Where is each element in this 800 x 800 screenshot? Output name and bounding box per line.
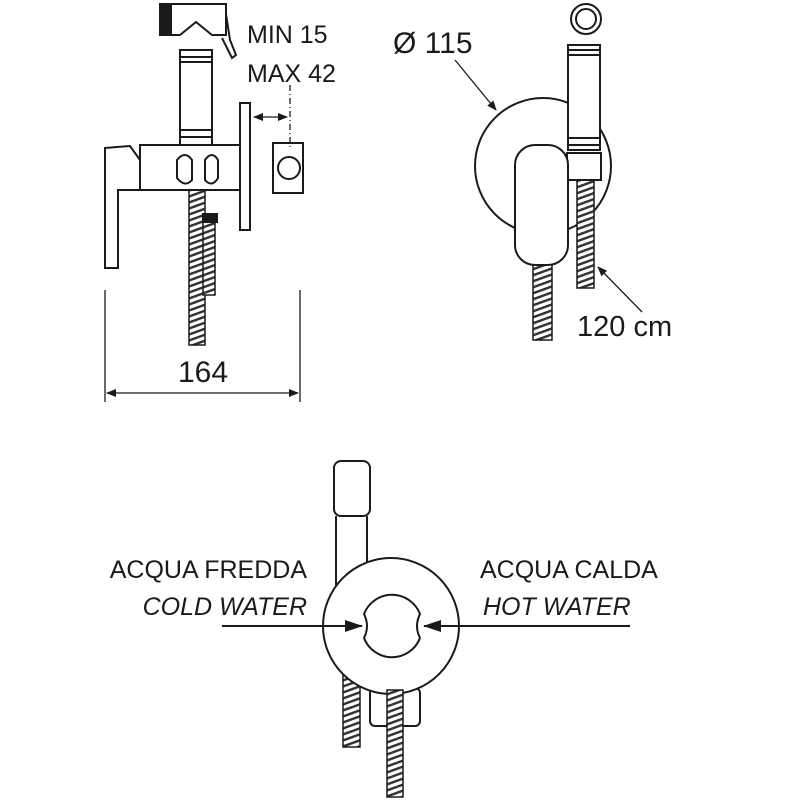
hose-spray (576, 177, 595, 289)
dim-min-label: MIN 15 (247, 21, 328, 49)
hose-nut (202, 213, 218, 223)
cold-water-label-it: ACQUA FREDDA (110, 556, 308, 584)
dim-width-label: 164 (178, 356, 228, 389)
spray-trigger (221, 13, 238, 60)
spray-shaft-front (567, 44, 601, 151)
hose-length-arrow (597, 266, 643, 313)
spray-nozzle (160, 4, 172, 35)
side-view: MIN 15 MAX 42 164 (104, 3, 336, 402)
valve-opening (362, 593, 422, 659)
hose-side-rear (202, 214, 216, 296)
diameter-arrow (454, 59, 497, 111)
lever-handle-front (514, 144, 569, 266)
dim-diameter-label: Ø 115 (393, 27, 473, 60)
cold-water-label-en: COLD WATER (143, 593, 307, 621)
hose-length-label: 120 cm (577, 311, 672, 343)
lever-handle (104, 144, 141, 269)
front-view: Ø 115 120 cm (393, 3, 672, 343)
hose-rear-center (386, 689, 404, 798)
spray-head-rear (333, 460, 371, 517)
hot-water-label-it: ACQUA CALDA (480, 556, 658, 584)
holder-clip (176, 154, 219, 185)
hot-water-label-en: HOT WATER (483, 593, 631, 621)
rear-view: ACQUA FREDDA COLD WATER ACQUA CALDA HOT … (110, 460, 658, 798)
connector-nut (272, 142, 304, 194)
holder-block (566, 152, 602, 181)
wall-flange (239, 102, 251, 231)
hose-front (532, 261, 553, 341)
dim-max-label: MAX 42 (247, 60, 336, 88)
